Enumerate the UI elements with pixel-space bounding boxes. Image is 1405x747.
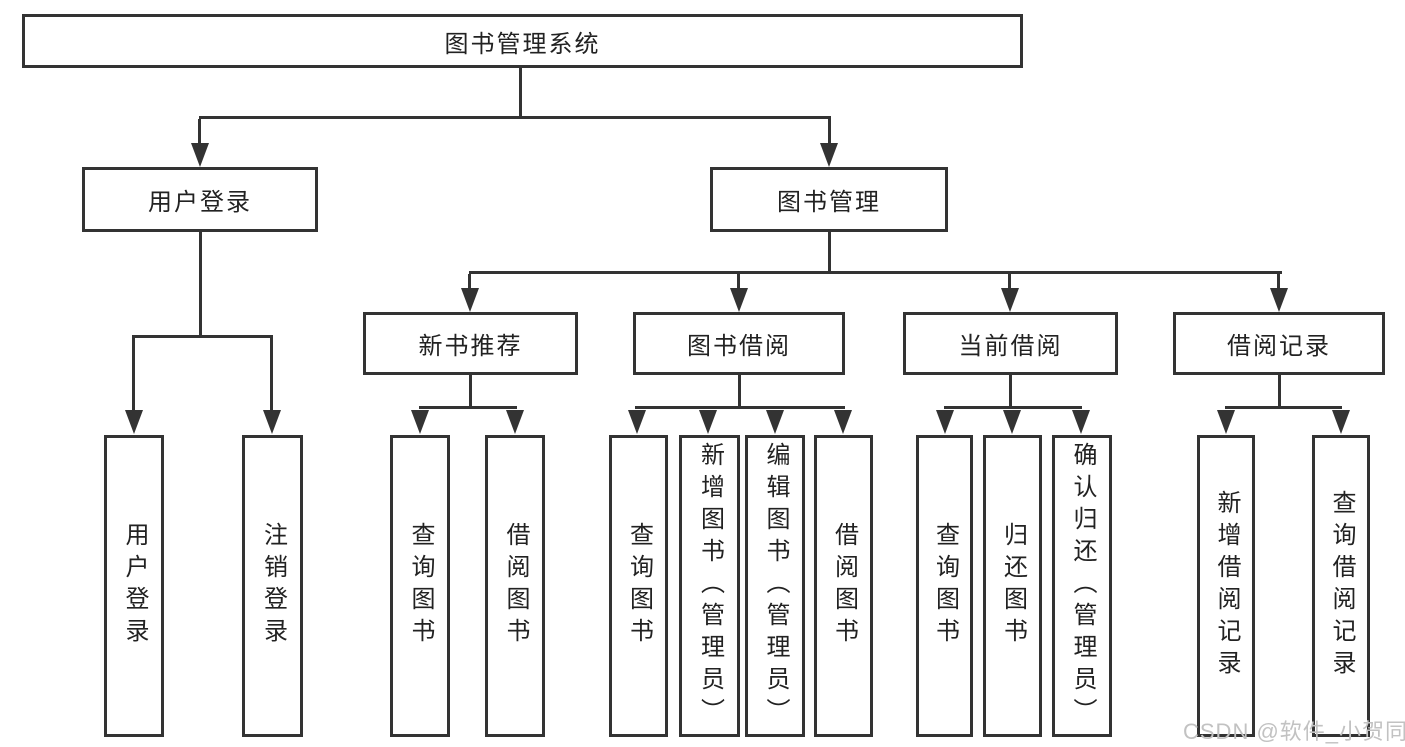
leaf-label: 确认归还（管理员） — [1069, 442, 1096, 730]
leaf-bb-query-books: 查询图书 — [609, 435, 668, 737]
arrow-down-icon — [1217, 410, 1235, 434]
leaf-user-login: 用户登录 — [104, 435, 164, 737]
connector-nbr-horizontal — [419, 406, 517, 409]
connector-userlogin-horizontal — [132, 335, 273, 338]
leaf-label: 归还图书 — [999, 522, 1027, 650]
arrow-down-icon — [1332, 410, 1350, 434]
node-root: 图书管理系统 — [22, 14, 1023, 68]
connector-bookmgmt-vertical — [828, 232, 831, 274]
connector-drop-level3 — [1008, 274, 1011, 288]
connector-drop-leaf — [270, 338, 273, 410]
leaf-label: 新增图书（管理员） — [696, 442, 724, 730]
connector-cb-vertical — [1009, 374, 1012, 408]
connector-bb-horizontal — [635, 406, 845, 409]
leaf-br-add-record: 新增借阅记录 — [1197, 435, 1255, 737]
node-new-book-recommendation: 新书推荐 — [363, 312, 578, 375]
watermark: CSDN @软件_小贺同学 — [1183, 719, 1405, 744]
leaf-cb-confirm-return-admin: 确认归还（管理员） — [1052, 435, 1112, 737]
arrow-down-icon — [628, 410, 646, 434]
leaf-label: 注销登录 — [259, 522, 287, 650]
arrow-down-icon — [834, 410, 852, 434]
node-user-login: 用户登录 — [82, 167, 318, 232]
arrow-down-icon — [191, 143, 209, 167]
connector-br-horizontal — [1225, 406, 1342, 409]
leaf-label: 用户登录 — [121, 522, 148, 650]
connector-drop-leaf — [132, 338, 135, 410]
arrow-down-icon — [506, 410, 524, 434]
connector-drop-level3 — [468, 274, 471, 288]
leaf-label: 新增借阅记录 — [1213, 490, 1240, 682]
arrow-down-icon — [820, 143, 838, 167]
node-borrowing-records: 借阅记录 — [1173, 312, 1385, 375]
connector-drop-user-login — [198, 119, 201, 144]
leaf-br-query-record: 查询借阅记录 — [1312, 435, 1370, 737]
connector-bookmgmt-horizontal — [469, 271, 1282, 274]
leaf-bb-add-books-admin: 新增图书（管理员） — [679, 435, 740, 737]
connector-root-vertical — [519, 67, 522, 119]
leaf-logout: 注销登录 — [242, 435, 303, 737]
arrow-down-icon — [699, 410, 717, 434]
connector-br-vertical — [1278, 374, 1281, 408]
arrow-down-icon — [1003, 410, 1021, 434]
leaf-label: 查询借阅记录 — [1328, 490, 1355, 682]
arrow-down-icon — [461, 288, 479, 312]
leaf-cb-return-books: 归还图书 — [983, 435, 1042, 737]
arrow-down-icon — [1001, 288, 1019, 312]
leaf-label: 查询图书 — [625, 522, 653, 650]
arrow-down-icon — [766, 410, 784, 434]
leaf-nbr-query-books: 查询图书 — [390, 435, 450, 737]
node-book-borrowing: 图书借阅 — [633, 312, 845, 375]
connector-userlogin-vertical — [199, 232, 202, 338]
arrow-down-icon — [936, 410, 954, 434]
node-current-borrowing: 当前借阅 — [903, 312, 1118, 375]
leaf-nbr-borrow-books: 借阅图书 — [485, 435, 545, 737]
leaf-label: 查询图书 — [407, 522, 434, 650]
node-book-management: 图书管理 — [710, 167, 948, 232]
connector-drop-level3 — [1277, 274, 1280, 288]
arrow-down-icon — [411, 410, 429, 434]
leaf-label: 借阅图书 — [830, 522, 858, 650]
connector-bb-vertical — [738, 374, 741, 408]
arrow-down-icon — [263, 410, 281, 434]
connector-nbr-vertical — [469, 374, 472, 408]
connector-root-horizontal — [199, 116, 831, 119]
arrow-down-icon — [1072, 410, 1090, 434]
leaf-label: 查询图书 — [931, 522, 959, 650]
connector-cb-horizontal — [944, 406, 1082, 409]
arrow-down-icon — [730, 288, 748, 312]
leaf-cb-query-books: 查询图书 — [916, 435, 973, 737]
connector-drop-book-management — [828, 119, 831, 144]
arrow-down-icon — [1270, 288, 1288, 312]
leaf-bb-borrow-books: 借阅图书 — [814, 435, 873, 737]
leaf-label: 借阅图书 — [502, 522, 529, 650]
connector-drop-level3 — [737, 274, 740, 288]
leaf-bb-edit-books-admin: 编辑图书（管理员） — [745, 435, 805, 737]
arrow-down-icon — [125, 410, 143, 434]
leaf-label: 编辑图书（管理员） — [762, 442, 789, 730]
